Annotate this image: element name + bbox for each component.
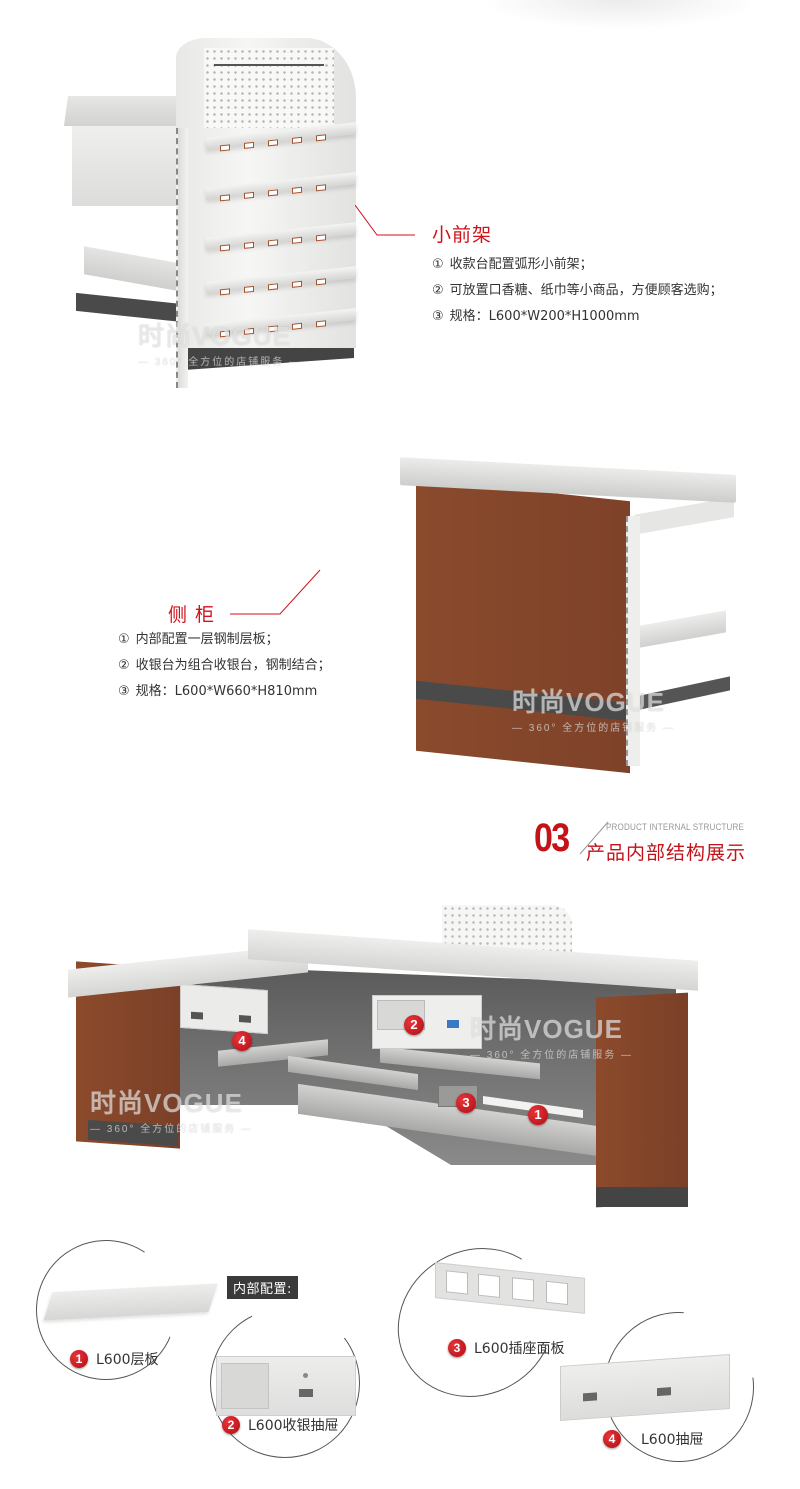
small-front-rack-image: 时尚VOGUE — 360° 全方位的店铺服务 — [63,38,366,398]
part-cash-drawer-image [216,1356,356,1416]
side-frame-top [634,497,734,535]
side-shelf [640,610,726,648]
section-heading: 03 [534,818,575,864]
internal-config-tag: 内部配置: [227,1276,298,1299]
rack-title: 小前架 [432,224,493,246]
callout-line-side [230,569,321,615]
marker-2: 2 [404,1015,424,1035]
watermark: 时尚VOGUE — 360° 全方位的店铺服务 — [90,1088,254,1135]
part-label-3: 3 L600插座面板 [448,1338,565,1358]
side-cabinet-image: 时尚VOGUE — 360° 全方位的店铺服务 — [400,457,740,776]
marker-3: 3 [456,1093,476,1113]
rack-upright [176,128,188,388]
part-name-4: L600抽屉 [641,1432,704,1448]
part-badge-2: 2 [222,1416,240,1434]
watermark: 时尚VOGUE — 360° 全方位的店铺服务 — [470,1014,634,1061]
callout-line-rack [355,205,415,236]
part-name-1: L600层板 [96,1352,159,1368]
section-chinese-title: 产品内部结构展示 [586,842,747,864]
rack-hooks [214,64,324,80]
counter-right-plinth [596,1187,688,1207]
part-circle-3 [370,1220,581,1426]
checkout-counter-image: 1 2 3 4 时尚VOGUE — 360° 全方位的店铺服务 — 时尚VOGU… [68,905,700,1220]
counter-cash-drawer-2 [372,995,482,1049]
counter-drawer-4 [180,983,268,1035]
rack-pegboard [204,48,334,128]
part-label-4: 4 L600抽屉 [603,1429,704,1449]
part-name-2: L600收银抽屉 [248,1418,339,1434]
watermark: 时尚VOGUE — 360° 全方位的店铺服务 — [138,321,302,368]
side-cabinet-title: 侧 柜 [168,604,216,626]
part-badge-4: 4 [603,1430,621,1448]
section-number: 03 [534,816,570,860]
side-upright [626,516,640,766]
top-shadow-decoration [480,0,760,30]
part-badge-1: 1 [70,1350,88,1368]
part-badge-3: 3 [448,1339,466,1357]
part-label-1: 1 L600层板 [70,1349,159,1369]
watermark: 时尚VOGUE — 360° 全方位的店铺服务 — [512,687,676,734]
part-label-2: 2 L600收银抽屉 [222,1415,339,1435]
part-name-3: L600插座面板 [474,1341,565,1357]
rack-counter-body [72,126,192,206]
marker-4: 4 [232,1031,252,1051]
section-english-title: PRODUCT INTERNAL STRUCTURE [606,822,745,833]
marker-1: 1 [528,1105,548,1125]
section-slash [579,821,609,855]
